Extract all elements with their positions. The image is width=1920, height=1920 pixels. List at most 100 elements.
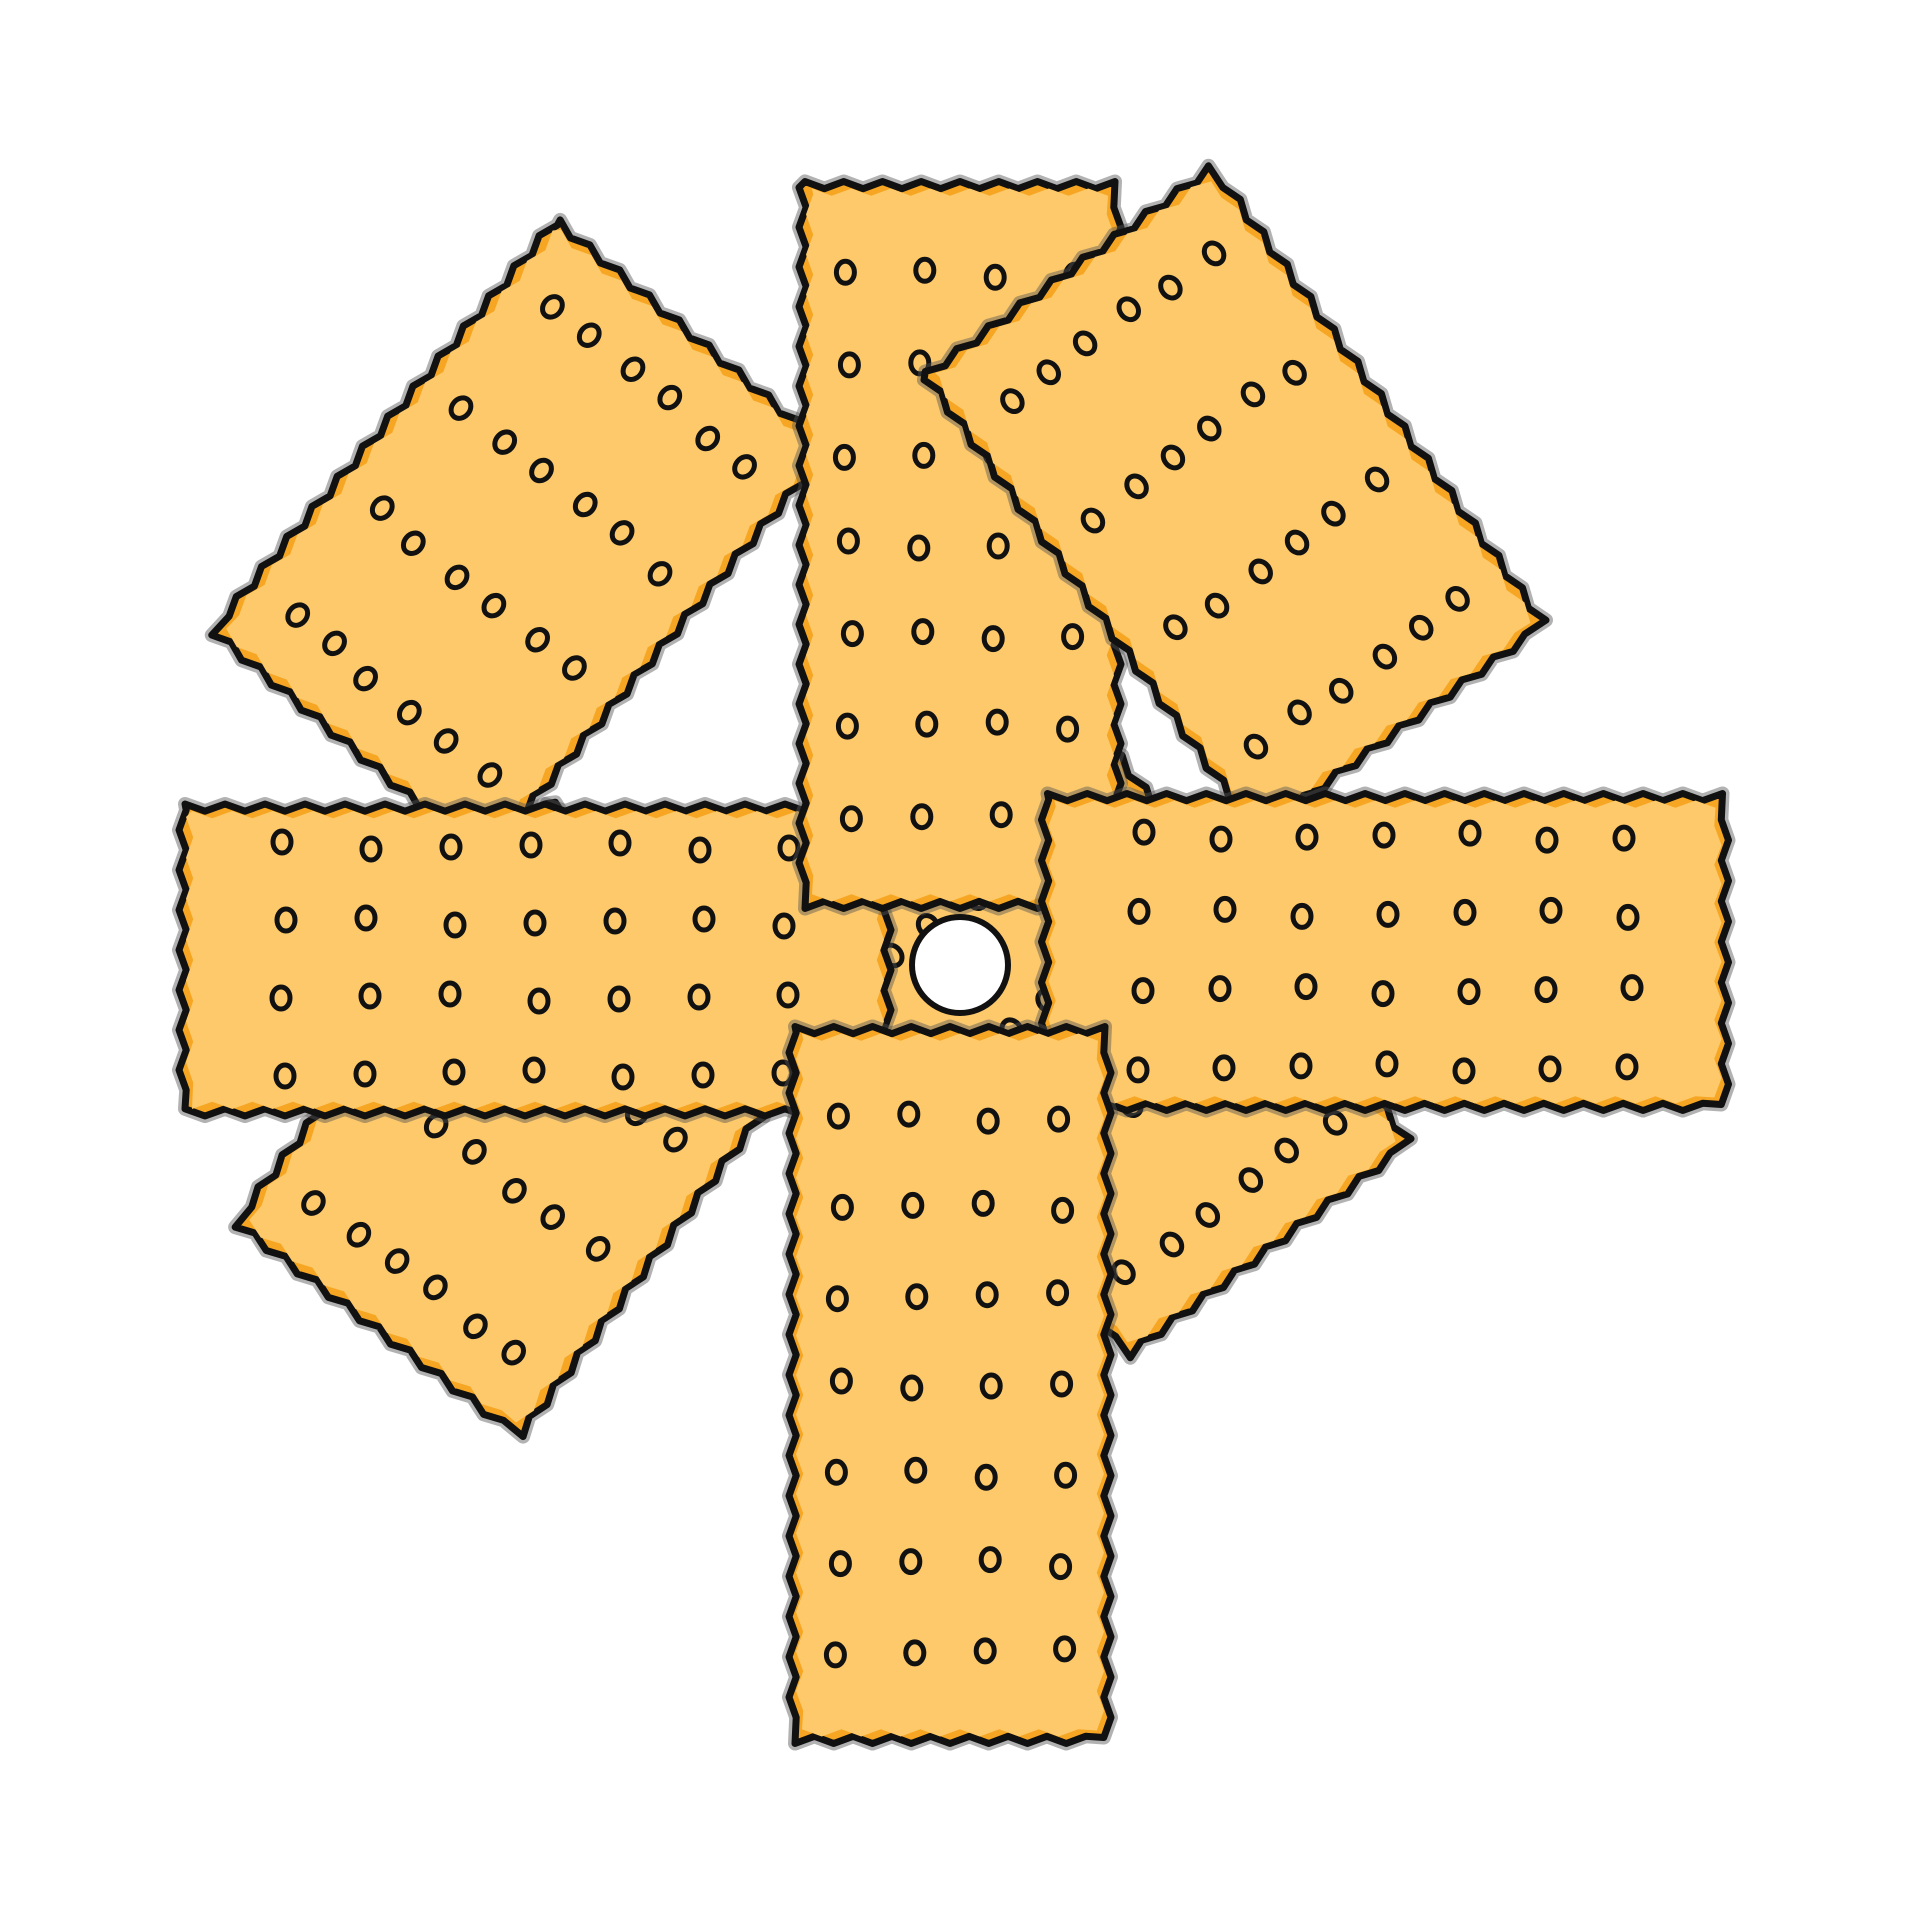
cracker-hole xyxy=(657,384,683,411)
cracker-hole xyxy=(976,1107,1000,1135)
cracker-hole xyxy=(905,1283,929,1311)
cracker-hole xyxy=(771,1059,795,1087)
cracker-hole xyxy=(913,256,937,284)
cracker-hole xyxy=(540,1204,565,1230)
cracker-hole xyxy=(973,1637,997,1665)
cracker-hole xyxy=(359,835,383,863)
cracker-hole xyxy=(732,454,757,480)
cracker-hole xyxy=(540,294,565,320)
cracker-hole xyxy=(1534,976,1558,1004)
cracker-hole xyxy=(772,912,796,940)
cracker-hole xyxy=(837,351,861,379)
cracker-right xyxy=(1034,786,1736,1118)
cracker-hole xyxy=(1197,415,1222,442)
cracker-hole xyxy=(907,534,931,562)
cracker-hole xyxy=(1615,1053,1639,1081)
cracker-hole xyxy=(829,1367,853,1395)
cracker-hole xyxy=(1538,1055,1562,1083)
cracker-left xyxy=(172,797,898,1123)
cracker-hole xyxy=(522,1056,546,1084)
cracker-hole xyxy=(1054,1461,1078,1489)
cracker-hole xyxy=(572,491,598,518)
cracker-hole xyxy=(1445,585,1470,612)
cracker-hole xyxy=(1036,359,1061,386)
cracker-hole xyxy=(835,712,859,740)
cracker-hole xyxy=(908,349,932,377)
cracker-hole xyxy=(562,655,587,681)
cracker-hole xyxy=(442,1058,466,1086)
cracker-hole xyxy=(824,1458,848,1486)
cracker-hole xyxy=(978,1546,1002,1574)
cracker-hole xyxy=(1158,274,1183,301)
cracker-hole xyxy=(523,909,547,937)
cracker-hole xyxy=(904,1456,928,1484)
cracker-hole xyxy=(825,1285,849,1313)
cracker-hole xyxy=(1364,466,1390,493)
cracker-hole xyxy=(501,1339,526,1366)
cracker-hole xyxy=(1046,1279,1070,1307)
cracker-hole xyxy=(353,665,378,692)
cracker-hole xyxy=(823,1641,847,1669)
cracker-hole xyxy=(901,1191,925,1219)
cracker-hole xyxy=(1372,643,1398,670)
center-hole xyxy=(909,914,1011,1016)
cracker-hole xyxy=(438,980,462,1008)
cracker-hole xyxy=(1116,296,1142,323)
cracker-hole xyxy=(354,904,378,932)
cracker-hole xyxy=(400,530,426,557)
cracker-hole xyxy=(1072,330,1098,357)
cracker-hole xyxy=(1131,977,1155,1005)
cracker-hole xyxy=(1209,825,1233,853)
cracker-hole xyxy=(1127,897,1151,925)
cracker-hole xyxy=(1371,980,1395,1008)
cracker-hole xyxy=(1204,592,1230,619)
cracker-hole xyxy=(1050,1370,1074,1398)
cracker-hole xyxy=(903,1639,927,1667)
cracker-hole xyxy=(1212,1054,1236,1082)
cracker-hole xyxy=(270,828,294,856)
cracker-hole xyxy=(443,911,467,939)
cracker-hole xyxy=(1294,973,1318,1001)
cracker-hole xyxy=(1620,974,1644,1002)
cracker-hole xyxy=(688,836,712,864)
cracker-hole xyxy=(897,1100,921,1128)
cracker-surface xyxy=(935,181,1531,819)
cracker-hole xyxy=(981,625,1005,653)
cracker-hole xyxy=(1321,500,1346,527)
cracker-hole xyxy=(1539,896,1563,924)
cracker-hole xyxy=(1376,900,1400,928)
cracker-hole xyxy=(1056,715,1080,743)
cracker-hole xyxy=(1163,614,1188,641)
cracker-hole xyxy=(448,395,474,421)
cracker-hole xyxy=(301,1190,326,1216)
cracker-hole xyxy=(1053,1635,1077,1663)
cracker-hole xyxy=(423,1274,448,1301)
cracker-hole xyxy=(285,602,311,628)
cracker-hole xyxy=(1240,381,1266,408)
cracker-hole xyxy=(1126,1056,1150,1084)
cracker-hole xyxy=(527,987,551,1015)
cracker-hole xyxy=(836,527,860,555)
cracker-hole xyxy=(1295,823,1319,851)
cracker-hole xyxy=(911,618,935,646)
cracker-hole xyxy=(985,708,1009,736)
cracker-hole xyxy=(1047,1105,1071,1133)
cracker-hole xyxy=(1616,903,1640,931)
cracker-hole xyxy=(1195,1202,1221,1228)
cracker-hole xyxy=(1248,558,1273,585)
cracker-bottom xyxy=(782,1019,1118,1751)
cracker-hole xyxy=(1458,819,1482,847)
cracker-hole xyxy=(695,425,721,452)
cracker-hole xyxy=(1213,895,1237,923)
cracker-hole xyxy=(1453,898,1477,926)
cracker-hole xyxy=(1000,388,1025,415)
cracker-hole xyxy=(989,801,1013,829)
cracker-hole xyxy=(346,1221,372,1248)
cracker-hole xyxy=(444,564,470,591)
cracker-hole xyxy=(1375,1050,1399,1078)
cracker-hole xyxy=(1080,507,1106,534)
cracker-hole xyxy=(900,1374,924,1402)
cracker-hole xyxy=(529,457,554,484)
cracker-hole xyxy=(830,1193,854,1221)
